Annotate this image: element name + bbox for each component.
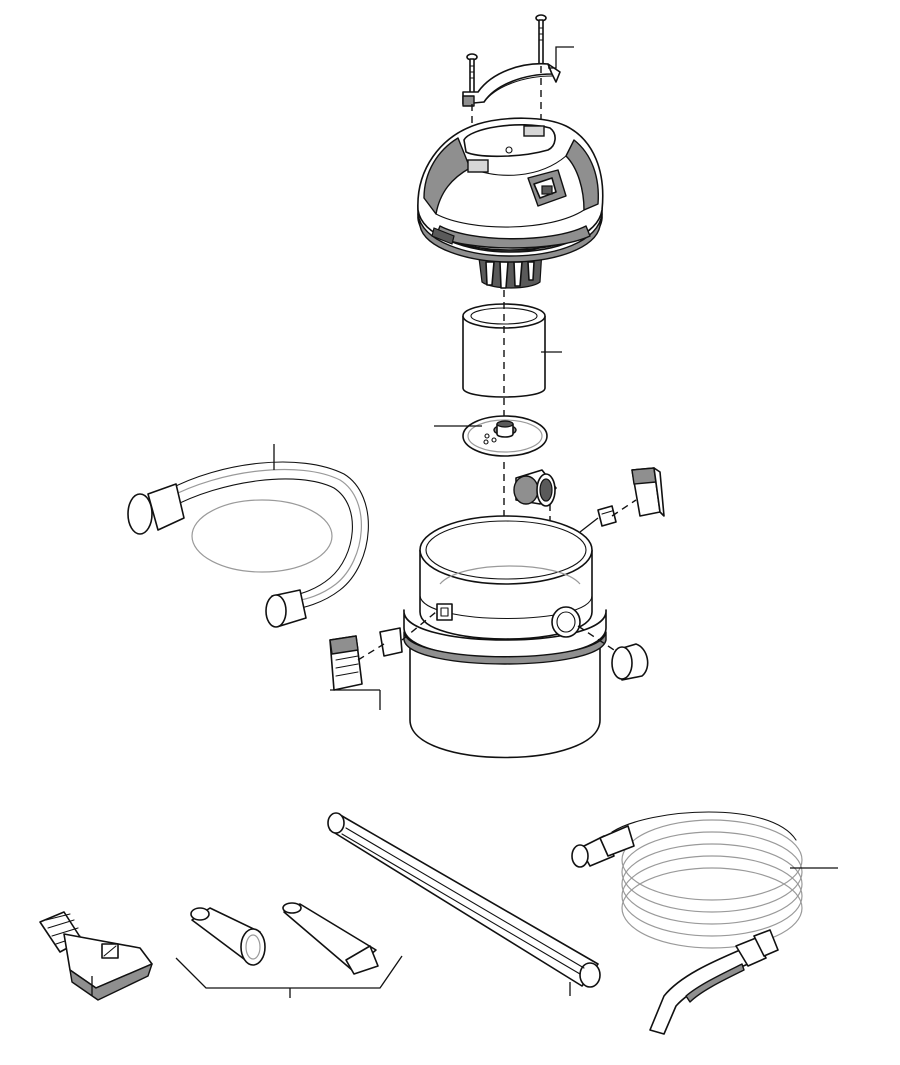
- filter-disc: [462, 415, 548, 457]
- screws: [466, 14, 547, 102]
- align-line-latch-left: [357, 643, 385, 661]
- drain-cap: [611, 643, 649, 681]
- inlet-adapter: [513, 469, 557, 507]
- crevice-tools: [190, 902, 379, 975]
- screw-right: [535, 14, 547, 65]
- canister-tank: [403, 515, 607, 759]
- hose-short: [127, 461, 369, 628]
- hose-long: [571, 811, 803, 1035]
- latch-right: [597, 467, 665, 527]
- extension-wand: [327, 812, 601, 988]
- align-line-drain: [577, 625, 615, 651]
- align-line-latch-slot: [401, 611, 437, 641]
- motor-head: [417, 117, 604, 289]
- floor-nozzle: [39, 911, 153, 1001]
- leader-bracket-tools: [175, 955, 403, 989]
- crevice-tool: [282, 902, 379, 975]
- latch-left: [329, 627, 403, 691]
- leader-latch-right: [579, 517, 599, 533]
- align-line-latch-right: [611, 499, 637, 517]
- round-brush-tool: [190, 907, 266, 966]
- mounting-bracket: [462, 62, 561, 107]
- leader-bracket: [548, 46, 574, 69]
